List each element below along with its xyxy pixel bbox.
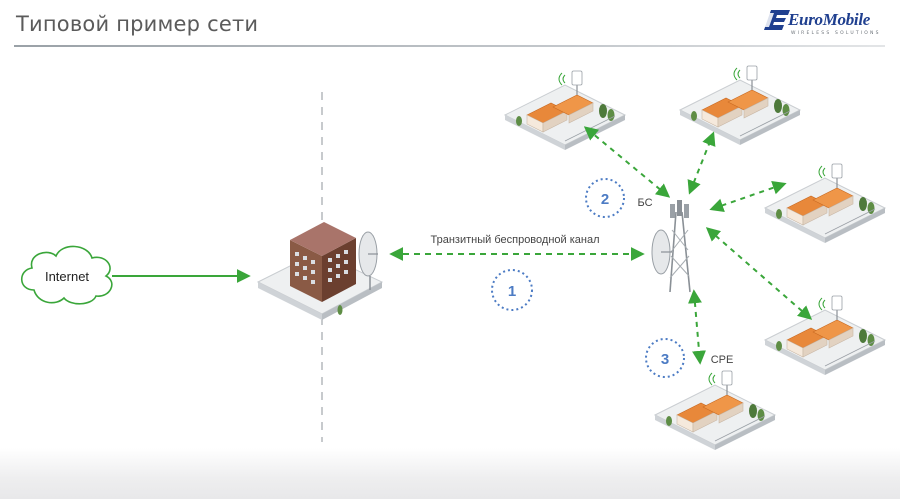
house-block-bottom [654, 370, 776, 451]
internet-cloud [20, 245, 113, 305]
access-link-bottom-right [705, 227, 813, 320]
page-title: Типовой пример сети [16, 12, 259, 36]
euromobile-logo: EuroMobile WIRELESS SOLUTIONS [763, 8, 887, 40]
house-block-right [764, 163, 886, 244]
logo-tagline: WIRELESS SOLUTIONS [791, 31, 881, 36]
step-marker-3: 3 [645, 338, 685, 378]
base-station-tower [651, 200, 691, 293]
logo-mark-icon [764, 10, 790, 30]
step-marker-1-number: 1 [508, 283, 516, 300]
step-marker-3-number: 3 [661, 351, 669, 368]
base-station-label: БС [637, 197, 652, 209]
step-marker-2: 2 [585, 178, 625, 218]
access-link-top-left [583, 126, 671, 198]
title-divider [14, 45, 885, 47]
access-link-bottom [687, 289, 707, 365]
house-block-bottom-right [764, 295, 886, 376]
access-link-top-right [687, 131, 716, 195]
access-link-right [709, 181, 787, 212]
step-marker-1: 1 [491, 269, 533, 311]
transit-link-label: Транзитный беспроводной канал [431, 234, 600, 246]
office-building [256, 222, 384, 320]
step-marker-2-number: 2 [601, 191, 609, 208]
house-block-top-right [679, 65, 801, 146]
cpe-label: CPE [711, 354, 734, 366]
house-block-top-left [504, 70, 626, 151]
footer-band [0, 448, 900, 499]
internet-label: Internet [45, 269, 89, 284]
logo-wordmark: EuroMobile [788, 10, 871, 29]
